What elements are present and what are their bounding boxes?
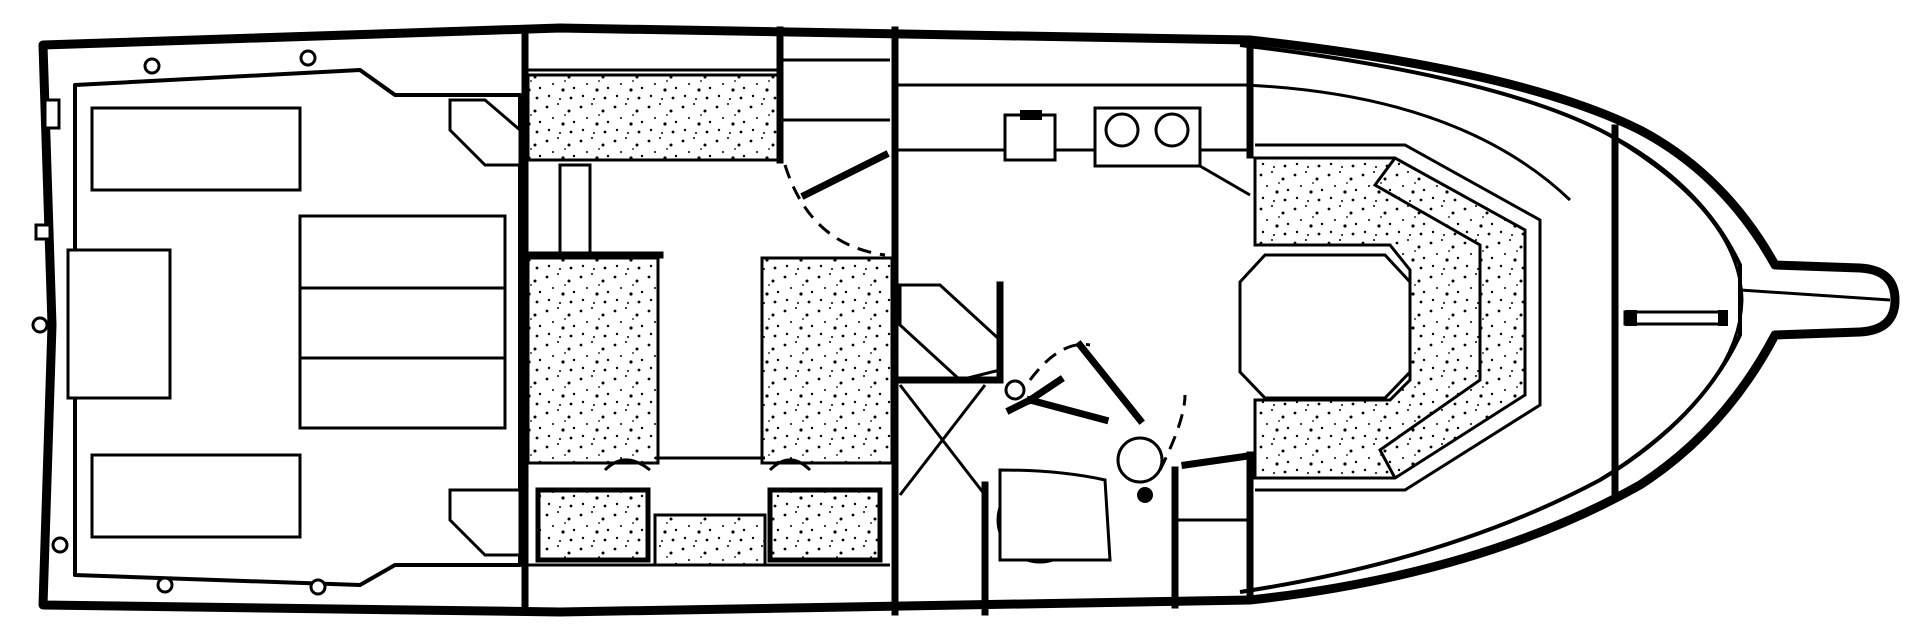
anchor-windlass-cap — [1718, 310, 1728, 326]
pillow-fold — [768, 458, 812, 472]
head-door-panel — [1075, 340, 1145, 425]
galley-faucet — [1020, 110, 1042, 120]
head-door-panel — [1025, 395, 1110, 425]
galley-counter-curve — [1199, 164, 1251, 197]
cockpit-hatch-top — [90, 106, 302, 192]
head-sink-swing — [1158, 394, 1187, 471]
head-shower-cross — [898, 384, 987, 496]
cabin-door-swing — [783, 164, 886, 257]
engine-hatch — [298, 214, 507, 430]
v-berth-edge — [1255, 143, 1542, 492]
anchor-windlass-cap — [1625, 310, 1637, 326]
transom-door-hinge — [34, 223, 52, 241]
cockpit-step-bottom — [448, 488, 522, 557]
cleat — [143, 57, 161, 75]
dinette-table — [1238, 253, 1412, 400]
head-fixture — [1137, 487, 1153, 503]
head-fixture — [1004, 379, 1026, 401]
head-door — [1025, 375, 1065, 405]
cabin-door — [800, 150, 890, 200]
cleat — [309, 578, 327, 596]
cleat — [299, 49, 317, 67]
hull-inner-line — [1239, 43, 1742, 594]
anchor-windlass — [1623, 310, 1727, 326]
aft-berth-left — [526, 256, 660, 465]
stove-burner — [1104, 112, 1140, 148]
aft-berth-filler — [653, 513, 767, 567]
cockpit-hatch-middle — [66, 248, 172, 400]
v-berth — [1253, 156, 1527, 480]
head-vanity — [998, 468, 1112, 562]
bow-pulpit-line — [1599, 128, 1744, 482]
cockpit-step-top — [448, 98, 522, 167]
pillow-fold — [603, 458, 651, 472]
forward-door — [1181, 451, 1259, 469]
hanging-locker — [558, 163, 592, 257]
stove-burner — [1154, 112, 1190, 148]
aft-berth-right — [760, 256, 894, 465]
aft-settee-top — [526, 73, 780, 162]
galley-counter-edge — [895, 83, 1572, 202]
cockpit-hatch-bottom — [90, 453, 302, 539]
cleat — [156, 576, 174, 594]
v-berth-inner — [1372, 157, 1482, 479]
head-sink — [1116, 436, 1164, 484]
galley-sink — [1003, 113, 1057, 162]
transom-door-hinge — [43, 98, 61, 130]
cleat — [31, 316, 49, 334]
cleat — [51, 536, 69, 554]
head-door-swing — [1028, 342, 1091, 381]
bow-sprit-line — [1739, 288, 1891, 302]
pillow-left — [535, 487, 651, 563]
pillow-right — [767, 487, 883, 563]
